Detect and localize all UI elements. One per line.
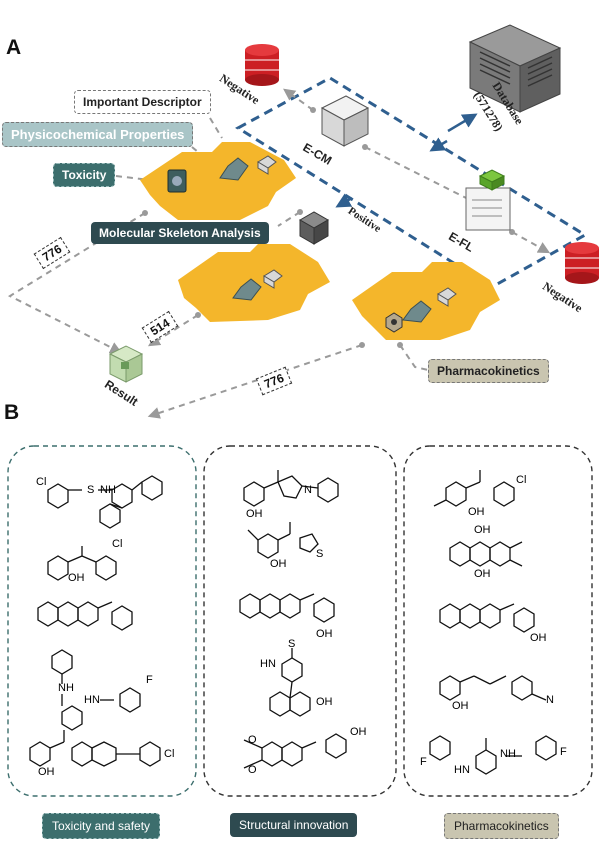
- orange-tray-right: [352, 262, 500, 340]
- label-pharmacokinetics: Pharmacokinetics: [444, 813, 559, 839]
- red-database-icon: [245, 44, 279, 86]
- atom-s-3: S: [288, 638, 296, 650]
- atom-oh-12: OH: [452, 700, 469, 712]
- atom-oh-5: OH: [316, 628, 333, 640]
- panel-b-letter: B: [4, 401, 20, 424]
- atom-oh-8: OH: [468, 506, 485, 518]
- atom-s-2: S: [316, 548, 324, 560]
- atom-oh-3: OH: [246, 508, 263, 520]
- red-database-icon-right: [565, 242, 599, 284]
- printer-icon: [320, 95, 370, 147]
- document-icon: [465, 169, 511, 231]
- result-cube-icon: [108, 345, 144, 383]
- atom-o-2: O: [248, 764, 257, 776]
- atom-oh-2: OH: [38, 766, 55, 778]
- atom-hn-2: HN: [260, 658, 276, 670]
- panel-a-letter: A: [6, 36, 22, 59]
- physicochemical-tag: Physicochemical Properties: [2, 122, 194, 147]
- descriptor-pyramid-icon: [219, 157, 432, 323]
- atom-oh-9: OH: [474, 524, 491, 536]
- pharmacokinetics-tag: Pharmacokinetics: [428, 359, 549, 383]
- toxicity-tag: Toxicity: [53, 163, 116, 187]
- atom-nh-1: NH: [100, 484, 116, 496]
- positive-filter-icon: [298, 211, 330, 245]
- skeleton-tag: Molecular Skeleton Analysis: [91, 222, 269, 244]
- atom-oh-11: OH: [530, 632, 547, 644]
- atom-s-1: S: [87, 484, 95, 496]
- atom-oh-10: OH: [474, 568, 491, 580]
- atom-cl-4: Cl: [516, 474, 527, 486]
- atom-o-1: O: [248, 734, 257, 746]
- label-toxicity-safety: Toxicity and safety: [42, 813, 161, 839]
- atom-nh-3: HN: [454, 764, 470, 776]
- atom-cl-1: Cl: [36, 476, 47, 488]
- atom-n-2: N: [546, 694, 554, 706]
- atom-oh-1: OH: [68, 572, 85, 584]
- atom-oh-7: OH: [350, 726, 367, 738]
- tray-cube-icons: [257, 155, 457, 307]
- toxicity-device-icon: [167, 169, 187, 193]
- atom-oh-4: OH: [270, 558, 287, 570]
- atom-f-2: F: [420, 756, 427, 768]
- atom-oh-6: OH: [316, 696, 333, 708]
- atom-hn-3: NH: [500, 748, 516, 760]
- atom-hn-1: HN: [84, 694, 100, 706]
- important-descriptor-tag: Important Descriptor: [74, 90, 211, 114]
- blue-process-loop: [235, 76, 588, 289]
- hex-nut-icon: [385, 312, 403, 333]
- label-structural-innovation: Structural innovation: [230, 813, 358, 837]
- atom-n-1: N: [304, 484, 312, 496]
- atom-f-3: F: [560, 746, 567, 758]
- atom-cl-2: Cl: [112, 538, 123, 550]
- atom-f-1: F: [146, 674, 153, 686]
- atom-cl-3: Cl: [164, 748, 175, 760]
- orange-tray-top: [140, 142, 296, 220]
- database-server-icon: [468, 24, 562, 113]
- atom-nh-2: NH: [58, 682, 74, 694]
